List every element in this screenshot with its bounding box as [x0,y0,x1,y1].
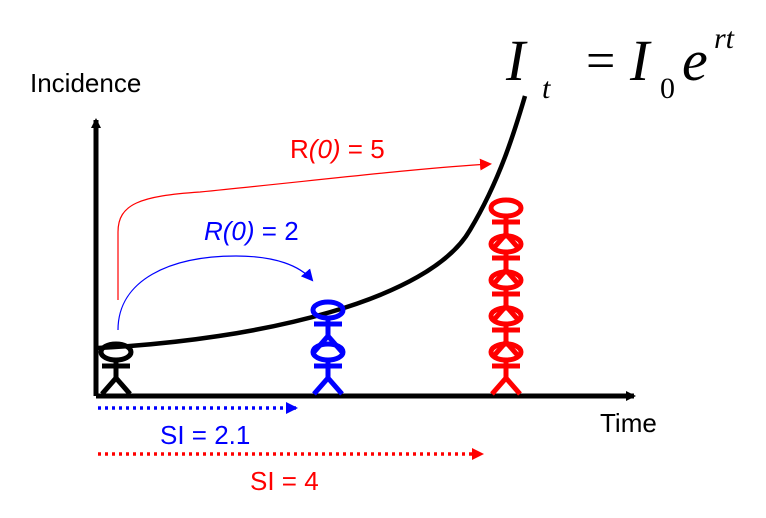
exponential-curve [97,95,528,351]
x-axis-label: Time [600,408,657,438]
formula-lhs-subscript: t [542,72,551,105]
index-case-group [98,341,134,396]
generation-2-figure [488,197,524,252]
y-axis-label: Incidence [30,68,141,98]
generation-2-group [488,197,524,396]
formula-base: e [682,28,708,93]
formula-rhs-subscript: 0 [660,72,675,105]
formula-equals: = [586,33,615,90]
formula-lhs: I [505,28,528,93]
index-case-figure [98,341,134,396]
formula-rhs: I [629,28,652,93]
r0-high-arc [117,158,492,300]
generation-1-figure [310,341,346,396]
r0-high-label: R(0) = 5 [290,134,385,164]
si-short-label: SI = 2.1 [160,420,250,450]
si-long-label: SI = 4 [250,466,319,496]
r0-low-arc [117,255,314,331]
generation-1-figure [310,299,346,354]
formula-exponent: rt [714,22,735,55]
generation-1-group [310,299,346,396]
growth-formula: I t = I 0 e rt [505,22,735,105]
r0-low-label: R(0) = 2 [204,216,299,246]
